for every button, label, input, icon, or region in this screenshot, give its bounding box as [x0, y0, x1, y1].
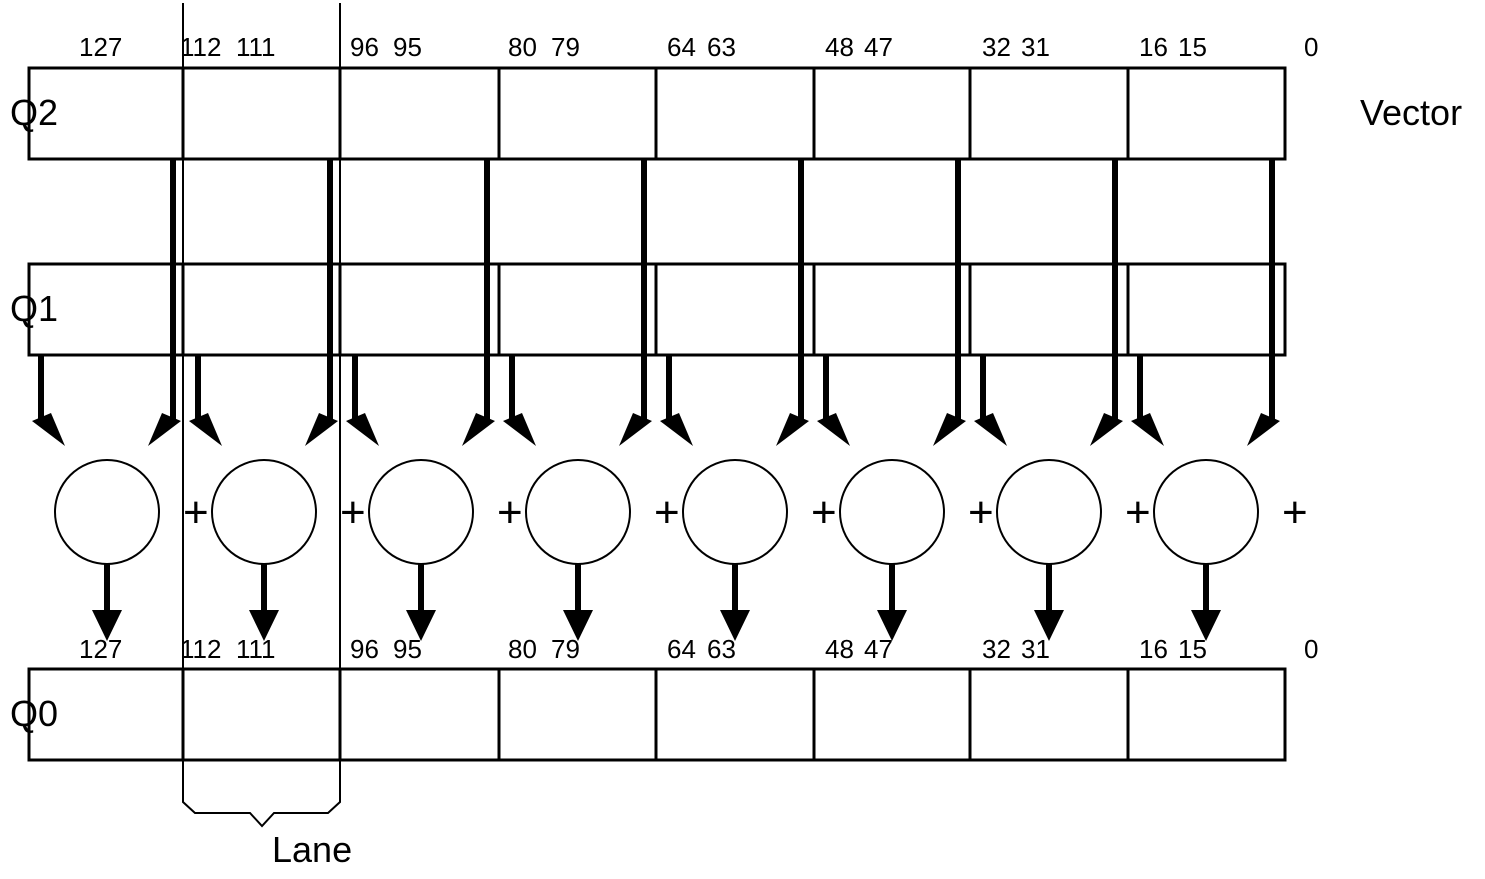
bit-index-label-top: 0	[1304, 32, 1318, 62]
bit-index-label-top: 96	[350, 32, 379, 62]
plus-sign: +	[340, 488, 366, 537]
output-arrowhead	[1034, 610, 1064, 641]
bit-index-label-top: 95	[393, 32, 422, 62]
vector-label: Vector	[1360, 92, 1462, 133]
plus-sign: +	[497, 488, 523, 537]
bit-index-label-bottom: 111	[236, 634, 276, 664]
output-arrows	[92, 564, 1221, 641]
q1-input-arrowhead	[974, 413, 1007, 446]
bit-labels-bottom: 127 112 111 96 95 80 79 64 63 48 47 32 31 16 15 0	[79, 634, 1318, 664]
adders	[54, 459, 1259, 565]
lane-label: Lane	[272, 829, 352, 870]
q2-input-arrowhead	[619, 413, 652, 446]
plus-sign: +	[183, 488, 209, 537]
bit-index-label-top: 79	[551, 32, 580, 62]
adder-circle	[839, 459, 945, 565]
register-q2: Q2	[10, 66, 1287, 161]
output-arrowhead	[406, 610, 436, 641]
q1-input-arrowhead	[189, 413, 222, 446]
bit-index-label-top: 47	[864, 32, 893, 62]
plus-sign: +	[968, 488, 994, 537]
register-q0-dividers	[181, 669, 1130, 760]
output-arrowhead	[877, 610, 907, 641]
q2-input-arrowhead	[148, 413, 181, 446]
bit-index-label-top: 31	[1021, 32, 1050, 62]
bit-index-label-bottom: 32	[982, 634, 1011, 664]
register-q1: Q1	[10, 262, 1287, 357]
q1-input-arrowhead	[503, 413, 536, 446]
bit-index-label-bottom: 48	[825, 634, 854, 664]
register-q0-label: Q0	[10, 693, 58, 734]
q2-input-arrowhead	[933, 413, 966, 446]
adder-circle	[1153, 459, 1259, 565]
bit-index-label-bottom: 64	[667, 634, 696, 664]
adder-circle	[54, 459, 160, 565]
input-arrows	[32, 159, 1280, 446]
output-arrowhead	[249, 610, 279, 641]
bit-index-label-bottom: 47	[864, 634, 893, 664]
adder-circle	[682, 459, 788, 565]
register-q1-dividers	[181, 264, 1130, 355]
bit-index-label-top: 48	[825, 32, 854, 62]
plus-sign: +	[654, 488, 680, 537]
register-q2-label: Q2	[10, 92, 58, 133]
bit-index-label-top: 112	[180, 32, 221, 62]
q1-input-arrowhead	[32, 413, 65, 446]
bit-index-label-top: 111	[236, 32, 276, 62]
q2-input-arrowhead	[1090, 413, 1123, 446]
q1-input-arrowhead	[346, 413, 379, 446]
plus-signs: + + + + + + + +	[183, 488, 1308, 537]
bit-index-label-bottom: 127	[79, 634, 122, 664]
output-arrowhead	[1191, 610, 1221, 641]
bit-index-label-bottom: 95	[393, 634, 422, 664]
bit-index-label-bottom: 80	[508, 634, 537, 664]
register-q2-dividers	[181, 68, 1130, 159]
q1-input-arrowhead	[1131, 413, 1164, 446]
bit-index-label-top: 16	[1139, 32, 1168, 62]
bit-index-label-bottom: 96	[350, 634, 379, 664]
bit-index-label-top: 64	[667, 32, 696, 62]
bit-index-label-top: 127	[79, 32, 122, 62]
bit-index-label-bottom: 63	[707, 634, 736, 664]
adder-circle	[525, 459, 631, 565]
plus-sign: +	[811, 488, 837, 537]
bit-index-label-bottom: 112	[180, 634, 221, 664]
bit-index-label-bottom: 16	[1139, 634, 1168, 664]
bit-index-label-top: 32	[982, 32, 1011, 62]
bit-index-label-bottom: 79	[551, 634, 580, 664]
output-arrowhead	[92, 610, 122, 641]
bit-labels-top: 127 112 111 96 95 80 79 64 63 48 47 32 31 16 15 0	[79, 32, 1318, 62]
register-q1-label: Q1	[10, 288, 58, 329]
bit-index-label-bottom: 15	[1178, 634, 1207, 664]
bit-index-label-top: 63	[707, 32, 736, 62]
q2-input-arrowhead	[305, 413, 338, 446]
register-q0: Q0	[10, 667, 1287, 762]
q2-input-arrowhead	[776, 413, 809, 446]
lane-brace: Lane	[182, 775, 352, 870]
q1-input-arrowhead	[817, 413, 850, 446]
adder-circle	[996, 459, 1102, 565]
q2-input-arrowhead	[1247, 413, 1280, 446]
bit-index-label-top: 15	[1178, 32, 1207, 62]
q2-input-arrowhead	[462, 413, 495, 446]
bit-index-label-bottom: 31	[1021, 634, 1050, 664]
adder-circle	[211, 459, 317, 565]
output-arrowhead	[720, 610, 750, 641]
bit-index-label-bottom: 0	[1304, 634, 1318, 664]
bit-index-label-top: 80	[508, 32, 537, 62]
plus-sign: +	[1125, 488, 1151, 537]
plus-sign: +	[1282, 488, 1308, 537]
adder-circle	[368, 459, 474, 565]
output-arrowhead	[563, 610, 593, 641]
q1-input-arrowhead	[660, 413, 693, 446]
